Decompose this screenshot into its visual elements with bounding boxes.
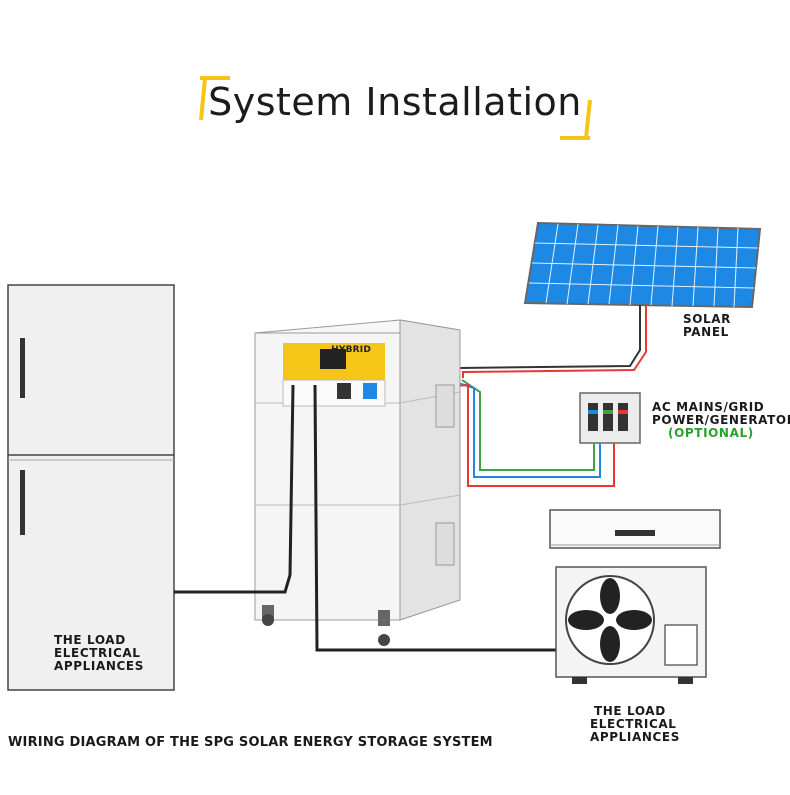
solar-panel-label-line-2: PANEL bbox=[683, 325, 729, 339]
fridge-bottom-handle bbox=[20, 470, 25, 535]
panel-wires bbox=[459, 305, 647, 378]
load-right-label-line-1: THE LOAD bbox=[594, 704, 666, 718]
load-right-label: THE LOAD ELECTRICAL APPLIANCES bbox=[590, 705, 680, 744]
title-accent-right bbox=[560, 99, 592, 140]
ac-mains-label-line-2: POWER/GENERATOR bbox=[652, 413, 790, 427]
ac-mains-label-line-1: AC MAINS/GRID bbox=[652, 400, 765, 414]
solar-panel bbox=[523, 221, 762, 309]
load-right-label-line-2: ELECTRICAL bbox=[590, 717, 677, 731]
title-accent-left bbox=[199, 76, 230, 121]
load-right-label-line-3: APPLIANCES bbox=[590, 730, 680, 744]
load-left-label-line-1: THE LOAD bbox=[54, 633, 126, 647]
fridge-top-handle bbox=[20, 338, 25, 398]
solar-panel-label: SOLAR PANEL bbox=[683, 313, 731, 339]
ac-outdoor-unit bbox=[555, 566, 707, 684]
load-cables bbox=[174, 384, 558, 652]
solar-panel-label-line-1: SOLAR bbox=[683, 312, 732, 326]
load-left-label-line-2: ELECTRICAL bbox=[54, 646, 141, 660]
diagram-caption: WIRING DIAGRAM OF THE SPG SOLAR ENERGY S… bbox=[8, 735, 493, 750]
refrigerator bbox=[7, 284, 175, 691]
inverter-badge: HYBRID bbox=[331, 345, 371, 355]
ac-wires bbox=[454, 379, 615, 487]
ac-mains-label: AC MAINS/GRID POWER/GENERATOR (OPTIONAL) bbox=[652, 401, 790, 440]
ac-mains-optional-label: (OPTIONAL) bbox=[668, 426, 754, 440]
page-title: System Installation bbox=[208, 80, 582, 124]
load-left-label: THE LOAD ELECTRICAL APPLIANCES bbox=[54, 634, 144, 673]
ac-indoor-unit bbox=[549, 509, 721, 549]
breaker-box bbox=[579, 392, 641, 444]
load-left-label-line-3: APPLIANCES bbox=[54, 659, 144, 673]
hybrid-inverter-cabinet bbox=[254, 319, 461, 646]
